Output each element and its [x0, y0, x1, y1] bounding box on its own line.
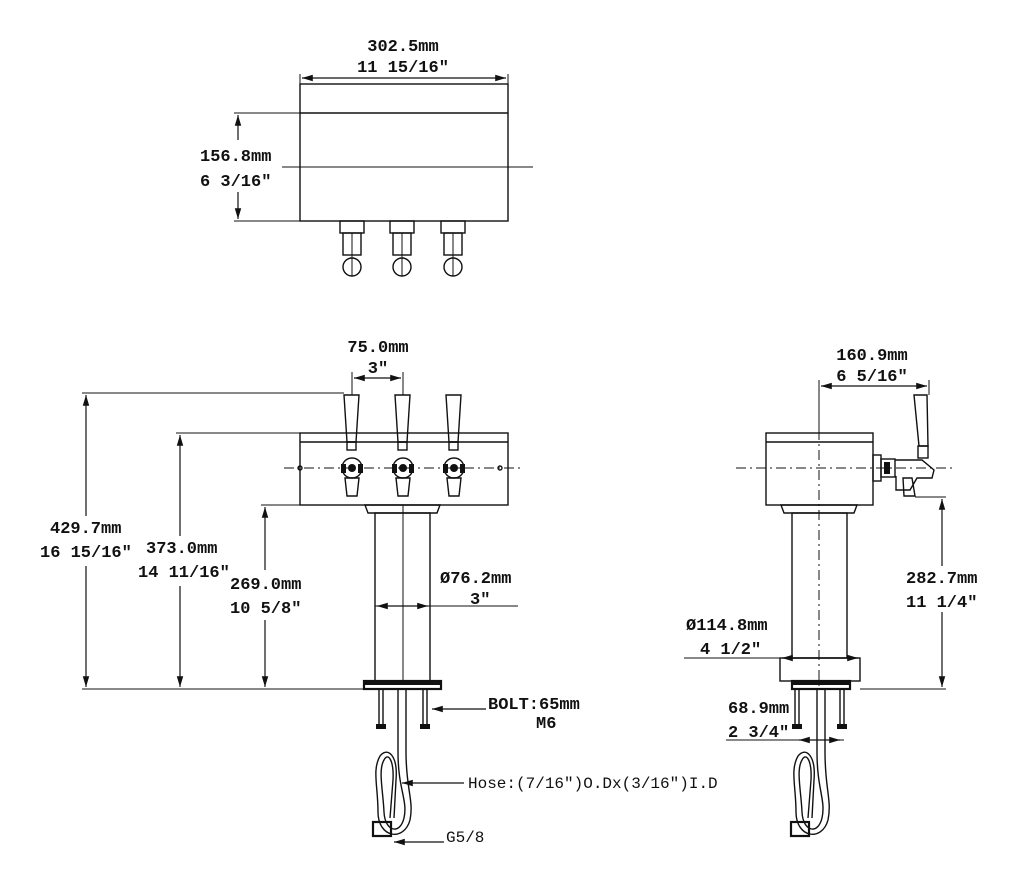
top-view-box	[299, 83, 509, 222]
total-height-in: 16 15/16″	[40, 544, 132, 563]
body-height-in: 14 11/16″	[138, 564, 230, 583]
base-diameter-in: 4 1/2″	[700, 641, 761, 660]
side-bolts	[792, 689, 847, 729]
top-depth-mm: 156.8mm	[200, 148, 271, 167]
column-diameter-mm: Ø76.2mm	[440, 570, 511, 589]
front-faucet-1	[341, 394, 363, 497]
tap-spacing-in: 3″	[368, 360, 388, 379]
front-faucet-3	[443, 394, 465, 497]
spout-height-mm: 282.7mm	[906, 570, 977, 589]
bolt-spacing-mm: 68.9mm	[728, 700, 789, 719]
top-width-mm: 302.5mm	[367, 38, 438, 57]
bolt-label: BOLT:65mm	[488, 696, 580, 715]
side-hose-fitting	[789, 820, 811, 838]
body-height-mm: 373.0mm	[146, 540, 217, 559]
front-column-collar	[363, 504, 442, 514]
side-column-base	[779, 657, 861, 682]
column-height-in: 10 5/8″	[230, 600, 301, 619]
side-column-collar	[779, 504, 859, 514]
front-faucet-2	[392, 394, 414, 497]
front-hose	[380, 689, 406, 830]
front-hose-fitting	[371, 820, 393, 838]
front-bolts	[376, 689, 430, 729]
top-faucet-1	[339, 220, 365, 277]
column-height-mm: 269.0mm	[230, 576, 301, 595]
top-faucet-3	[440, 220, 466, 277]
column-diameter-in: 3″	[470, 591, 490, 610]
total-height-mm: 429.7mm	[50, 520, 121, 539]
side-hose	[798, 689, 824, 830]
side-faucet	[872, 394, 935, 497]
side-view: 160.9mm 6 5/16″ 282.7mm 11 1/4″ Ø114.8mm…	[684, 347, 982, 838]
top-width-in: 11 15/16″	[357, 59, 449, 78]
top-faucet-2	[389, 220, 415, 277]
hose-label: Hose:(7/16″)O.Dx(3/16″)I.D	[468, 775, 718, 793]
base-diameter-mm: Ø114.8mm	[686, 617, 768, 636]
front-view: 75.0mm 3″ 429.7mm 16 15/16″ 373.0mm 14 1…	[38, 339, 718, 847]
bolt-spacing-in: 2 3/4″	[728, 724, 789, 743]
bolt-size: M6	[536, 715, 556, 734]
fitting-label: G5/8	[446, 829, 484, 847]
side-depth-mm: 160.9mm	[836, 347, 907, 366]
tap-spacing-mm: 75.0mm	[347, 339, 408, 358]
spout-height-in: 11 1/4″	[906, 594, 977, 613]
side-depth-in: 6 5/16″	[836, 368, 907, 387]
top-view: 302.5mm 11 15/16″ 156.8mm 6 3/16″	[196, 38, 533, 277]
top-depth-in: 6 3/16″	[200, 173, 271, 192]
